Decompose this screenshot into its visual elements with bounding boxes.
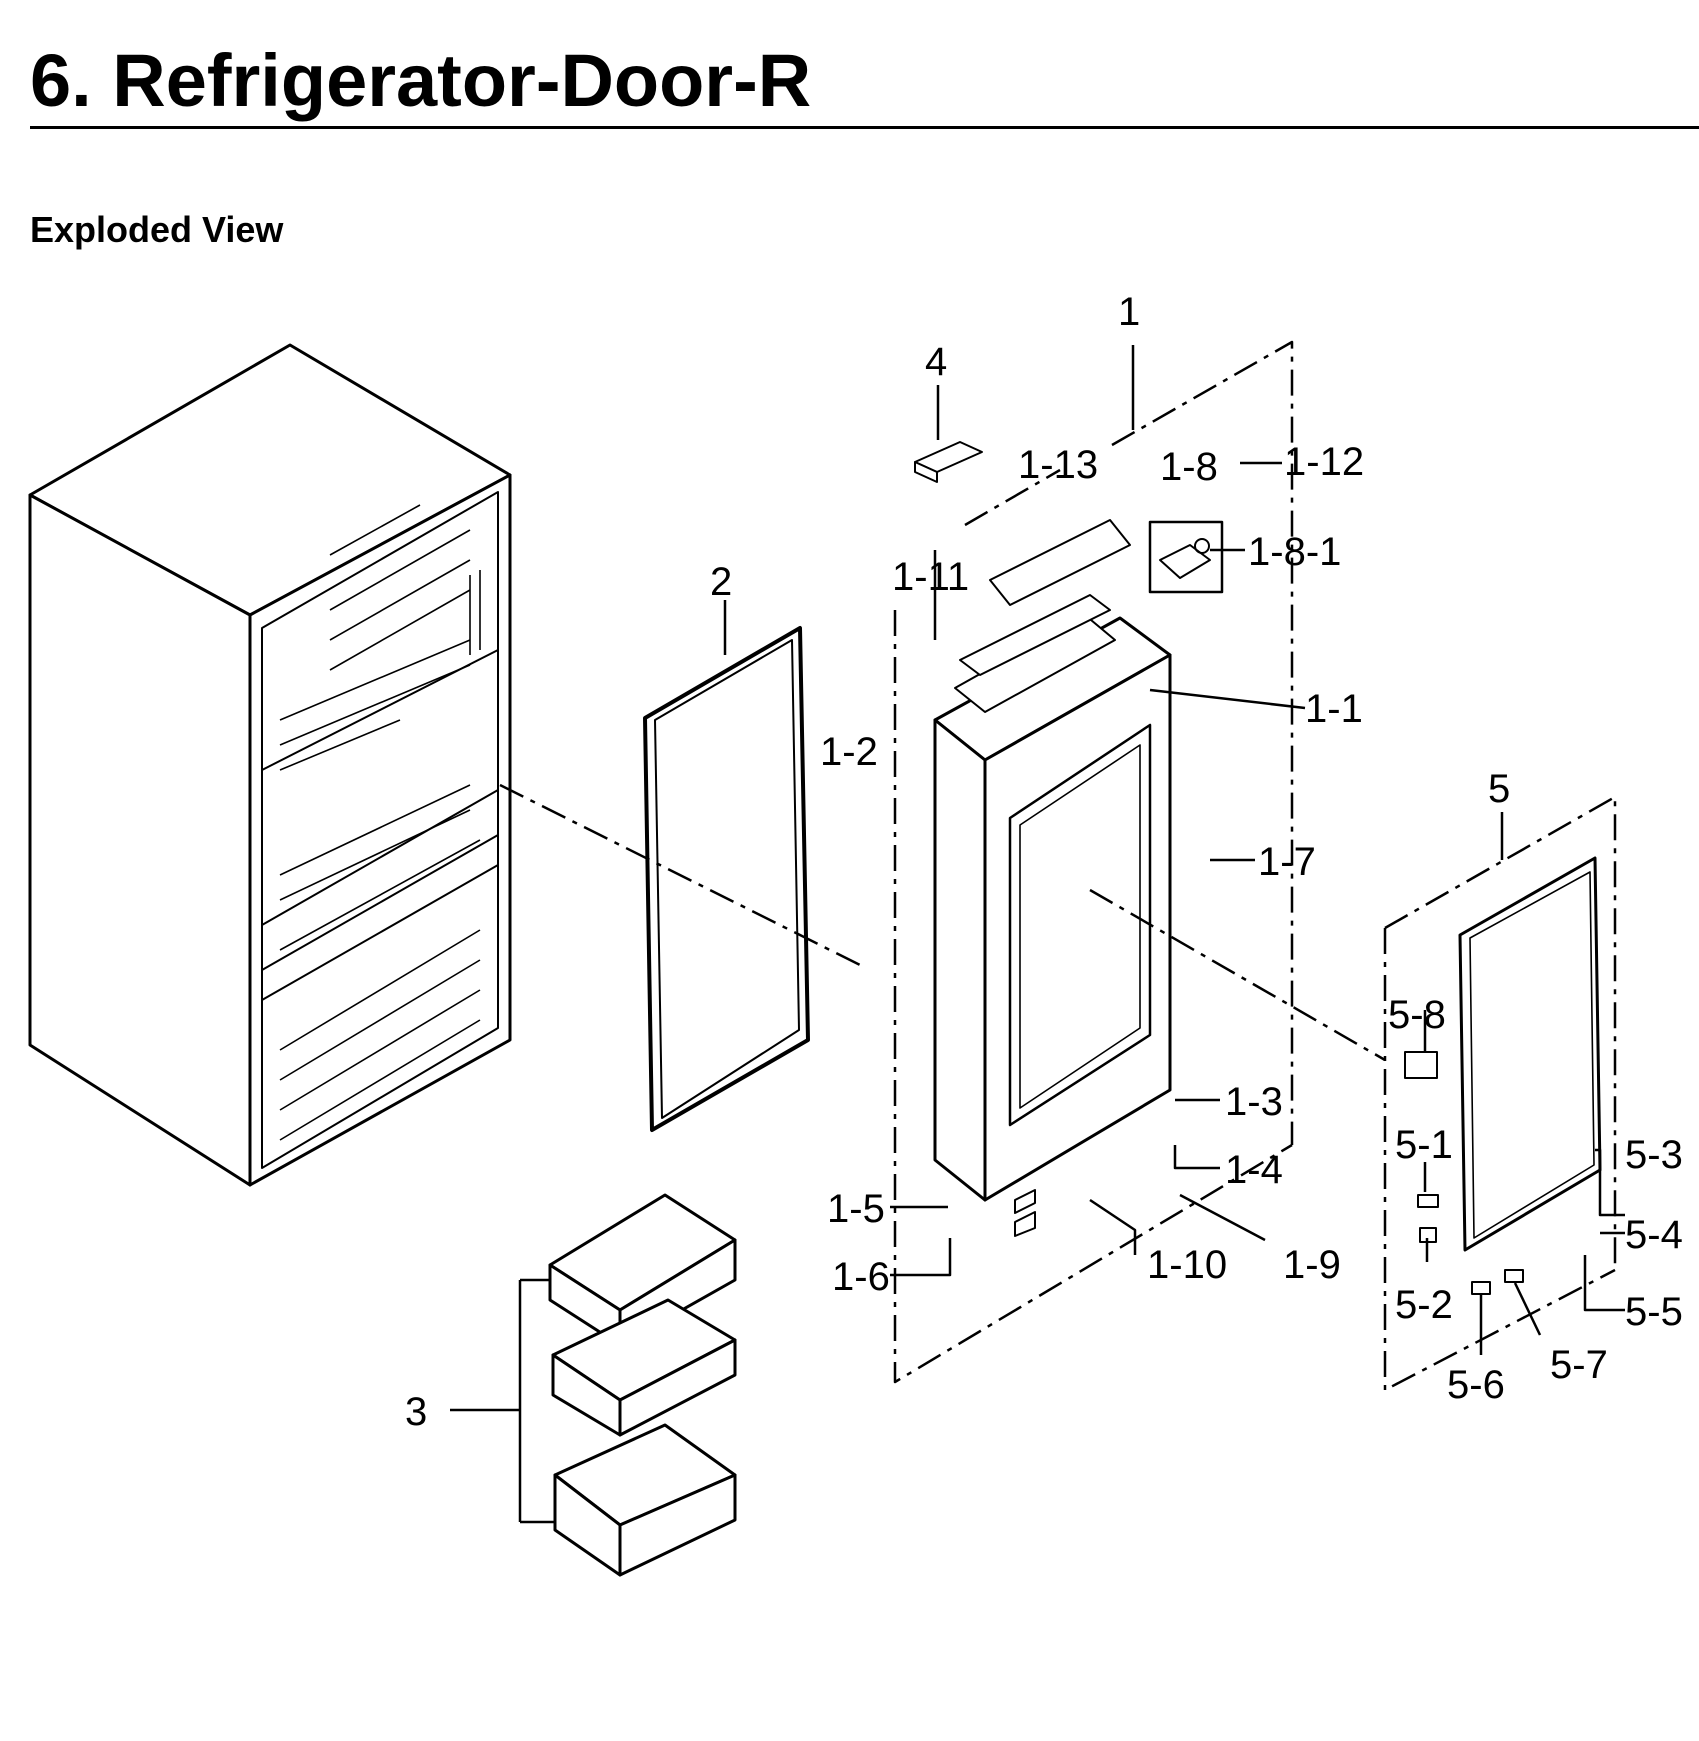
- callout-5: 5: [1488, 767, 1510, 811]
- callout-1-5: 1-5: [827, 1187, 885, 1231]
- top-cover: [914, 441, 983, 483]
- door-gasket: [643, 626, 810, 1132]
- callout-1-3: 1-3: [1225, 1080, 1283, 1124]
- callout-1-8: 1-8: [1160, 445, 1218, 489]
- callout-2: 2: [710, 560, 732, 604]
- callout-1-7: 1-7: [1258, 840, 1316, 884]
- leader-lines: [450, 345, 1625, 1524]
- callout-5-3: 5-3: [1625, 1133, 1683, 1177]
- callout-1-9: 1-9: [1283, 1243, 1341, 1287]
- callout-5-5: 5-5: [1625, 1290, 1683, 1334]
- door-panel: [1404, 856, 1602, 1295]
- callout-1-6: 1-6: [832, 1255, 890, 1299]
- door-assembly: [933, 519, 1224, 1237]
- callout-5-6: 5-6: [1447, 1363, 1505, 1407]
- callout-1-8-1: 1-8-1: [1248, 530, 1341, 574]
- callout-5-4: 5-4: [1625, 1213, 1683, 1257]
- callout-1-1: 1-1: [1305, 687, 1363, 731]
- callout-1: 1: [1118, 290, 1140, 334]
- door-bins: [548, 1193, 737, 1577]
- callout-5-8: 5-8: [1388, 993, 1446, 1037]
- callout-4: 4: [925, 340, 947, 384]
- callout-5-1: 5-1: [1395, 1123, 1453, 1167]
- assembly-boundaries: [499, 340, 1617, 1392]
- section-subtitle: Exploded View: [30, 209, 284, 250]
- callout-1-4: 1-4: [1225, 1148, 1283, 1192]
- refrigerator-cabinet: [28, 343, 512, 1187]
- callout-1-12: 1-12: [1284, 440, 1364, 484]
- callout-1-2: 1-2: [820, 730, 878, 774]
- callout-1-10: 1-10: [1147, 1243, 1227, 1287]
- page-title: 6. Refrigerator-Door-R: [30, 39, 812, 122]
- callout-5-2: 5-2: [1395, 1283, 1453, 1327]
- title-underline: [30, 126, 1699, 129]
- callout-1-11: 1-11: [892, 555, 969, 599]
- callout-3: 3: [405, 1390, 427, 1434]
- callout-5-7: 5-7: [1550, 1343, 1608, 1387]
- callout-1-13: 1-13: [1018, 443, 1098, 487]
